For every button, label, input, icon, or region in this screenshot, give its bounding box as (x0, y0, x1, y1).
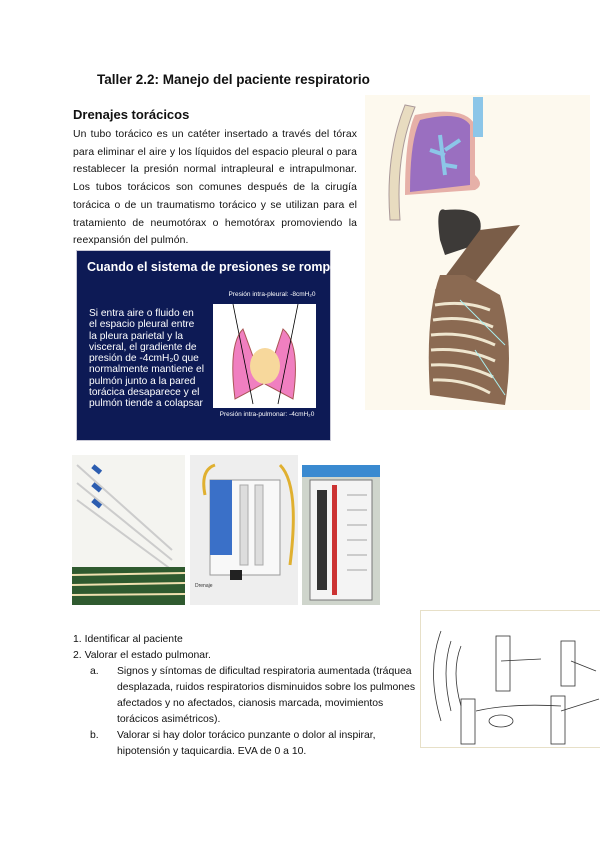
intro-paragraph: Un tubo torácico es un catéter insertado… (73, 129, 357, 247)
pressure-slide: Cuando el sistema de presiones se rompe.… (76, 250, 348, 441)
page-title: Taller 2.2: Manejo del paciente respirat… (97, 72, 370, 87)
slide-body: Si entra aire o fluido en el espacio ple… (89, 308, 204, 410)
list-number: 1. (73, 634, 82, 645)
list-text: Signos y síntomas de dificultad respirat… (117, 666, 416, 725)
atrium-drainage-photo (302, 465, 380, 605)
section-heading: Drenajes torácicos (73, 107, 190, 122)
lung-diagram (213, 303, 316, 408)
slide-label-intrapleural: Presión intra-pleural: -8cmH₂0 (228, 291, 316, 298)
slide-title: Cuando el sistema de presiones se rompe.… (87, 260, 348, 274)
list-text: Identificar al paciente (84, 634, 183, 645)
list-text: Valorar el estado pulmonar. (84, 650, 211, 661)
list-subitem: b. Valorar si hay dolor torácico punzante… (73, 728, 423, 760)
list-item: 1. Identificar al paciente (73, 632, 423, 648)
chest-tube-catheters-photo (71, 455, 186, 605)
chest-tube-insertion-illustration (420, 610, 600, 748)
list-subitem: a. Signos y síntomas de dificultad respir… (73, 664, 423, 728)
drainage-system-photo: Drenaje (190, 455, 298, 605)
list-marker: b. (90, 730, 99, 741)
list-item: 2. Valorar el estado pulmonar. (73, 648, 423, 664)
slide-label-intrapulmonary: Presión intra-pulmonar: -4cmH₂0 (219, 411, 315, 418)
list-text: Valorar si hay dolor torácico punzante o… (117, 730, 376, 757)
list-marker: a. (90, 666, 99, 677)
chest-tube-anatomy-illustration (365, 95, 590, 410)
list-number: 2. (73, 650, 82, 661)
assessment-list: 1. Identificar al paciente 2. Valorar el… (73, 632, 423, 760)
